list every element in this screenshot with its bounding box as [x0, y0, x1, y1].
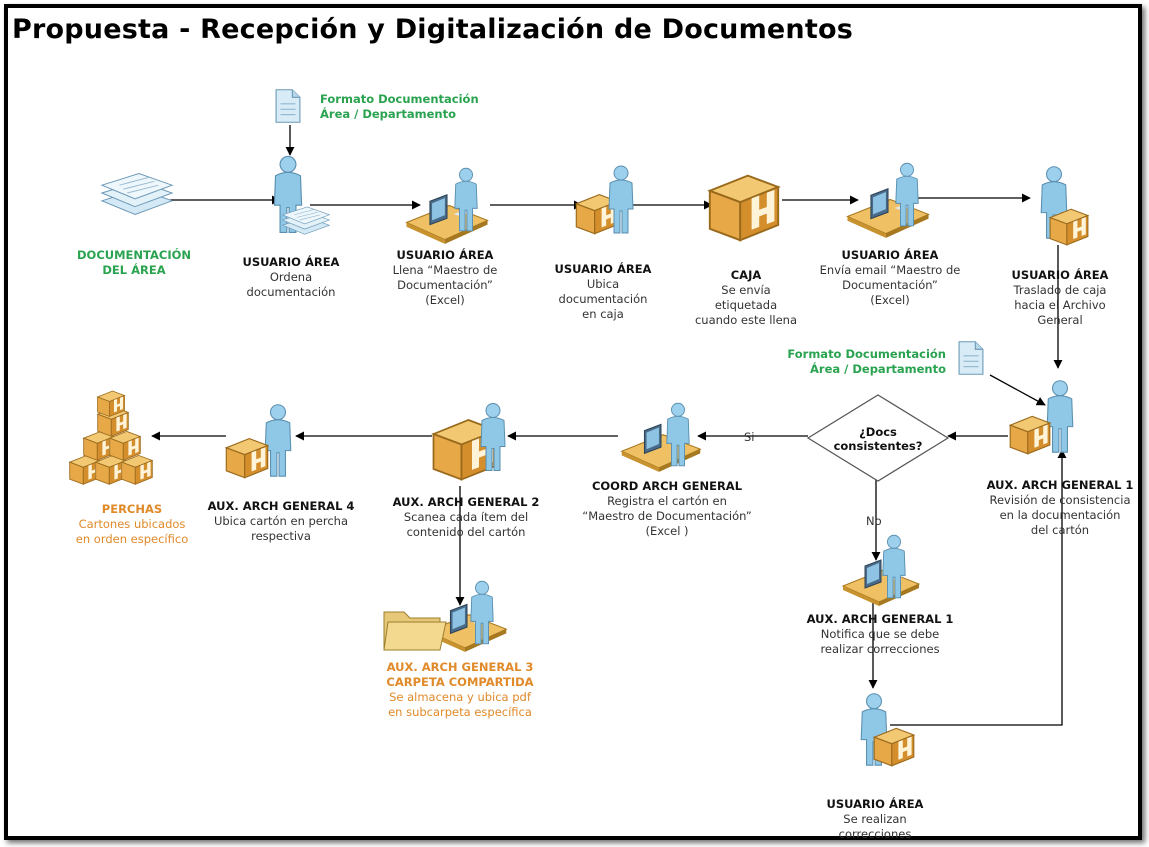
node-desc-line: “Maestro de Documentación”: [582, 509, 752, 523]
folder-icon: [383, 611, 447, 651]
node-desc-line: Ordena: [269, 270, 313, 284]
node-title-line: consistentes?: [833, 439, 923, 453]
node-desc-line: Notifica que se debe: [820, 627, 940, 641]
node-desc-line: Cartones ubicados: [78, 517, 186, 531]
node-title-line: Área / Departamento: [320, 107, 456, 121]
node-title-line: AUX. ARCH GENERAL 1: [806, 612, 954, 626]
document-icon: [958, 341, 984, 375]
node-desc-line: documentación: [246, 285, 336, 299]
node-title-line: USUARIO ÁREA: [242, 255, 340, 269]
node-desc-line: Scanea cada ítem del: [403, 510, 529, 524]
node-desc-line: Llena “Maestro de: [392, 263, 498, 277]
node-desc-line: Se realizan: [843, 812, 907, 826]
node-title-line: DOCUMENTACIÓN: [77, 248, 191, 262]
box-icon: [1009, 415, 1051, 455]
node-desc-line: Se almacena y ubica pdf: [389, 690, 531, 704]
node-desc-line: realizar correcciones: [820, 642, 940, 656]
node-title-line: PERCHAS: [101, 502, 163, 516]
node-title-line: DEL ÁREA: [102, 263, 166, 277]
node-title-line: USUARIO ÁREA: [554, 262, 652, 276]
node-title-line: CAJA: [730, 268, 762, 282]
yes-edge-label: Si: [744, 430, 755, 444]
node-desc-line: en la documentación: [999, 508, 1121, 522]
node-desc-line: en subcarpeta específica: [388, 705, 532, 719]
node-desc-line: Envía email “Maestro de: [819, 263, 961, 277]
node-title-line: AUX. ARCH GENERAL 1: [986, 478, 1134, 492]
node-desc-line: Revisión de consistencia: [989, 493, 1131, 507]
node-title-line: CARPETA COMPARTIDA: [386, 675, 534, 689]
node-desc-line: del cartón: [1030, 523, 1090, 537]
node-desc-line: Se envía: [721, 283, 771, 297]
node-title-line: USUARIO ÁREA: [1011, 268, 1109, 282]
person-icon: [264, 404, 292, 477]
node-desc-line: en orden específico: [75, 532, 189, 546]
node-desc-line: hacia el Archivo: [1014, 298, 1106, 312]
node-desc-line: (Excel): [870, 293, 910, 307]
node-desc-line: General: [1037, 313, 1083, 327]
node-desc-line: Documentación”: [397, 278, 493, 292]
node-desc-line: Ubica cartón en percha: [213, 514, 349, 528]
node-desc-line: Traslado de caja: [1013, 283, 1107, 297]
document-stack-icon: [101, 172, 173, 215]
node-title-line: AUX. ARCH GENERAL 4: [207, 499, 355, 513]
connector-arrows: [151, 125, 1067, 726]
node-title-line: Área / Departamento: [810, 362, 946, 376]
node-title-line: USUARIO ÁREA: [396, 248, 494, 262]
node-desc-line: Registra el cartón en: [607, 494, 727, 508]
page-title: Propuesta - Recepción y Digitalización d…: [12, 14, 853, 45]
node-desc-line: etiquetada: [714, 298, 778, 312]
frame-border: [4, 4, 1142, 840]
node-desc-line: cuando este llena: [694, 313, 798, 327]
node-title-line: Formato Documentación: [787, 347, 946, 361]
node-title-line: AUX. ARCH GENERAL 2: [392, 495, 540, 509]
node-desc-line: contenido del cartón: [406, 525, 526, 539]
node-desc-line: en caja: [582, 307, 624, 321]
node-desc-line: (Excel ): [645, 524, 689, 538]
node-title-line: Formato Documentación: [320, 92, 479, 106]
box-pile-icon: [69, 390, 153, 485]
node-desc-line: documentación: [558, 292, 648, 306]
workstation-icon: [842, 559, 920, 607]
node-desc-line: Documentación”: [842, 278, 938, 292]
node-title-line: COORD ARCH GENERAL: [591, 479, 743, 493]
node-title-line: AUX. ARCH GENERAL 3: [386, 660, 534, 674]
node-title-line: USUARIO ÁREA: [841, 248, 939, 262]
box-icon: [225, 438, 269, 479]
person-icon: [1046, 380, 1074, 453]
node-desc-line: correcciones: [838, 827, 912, 841]
node-title-line: USUARIO ÁREA: [826, 797, 924, 811]
node-title-line: ¿Docs: [859, 425, 897, 439]
no-edge-label: No: [866, 514, 882, 528]
node-desc-line: respectiva: [251, 529, 311, 543]
decision-diamond: [806, 394, 950, 482]
node-desc-line: Ubica: [586, 277, 620, 291]
node-desc-line: (Excel): [425, 293, 465, 307]
box-icon: [708, 174, 780, 242]
document-icon: [275, 89, 301, 123]
